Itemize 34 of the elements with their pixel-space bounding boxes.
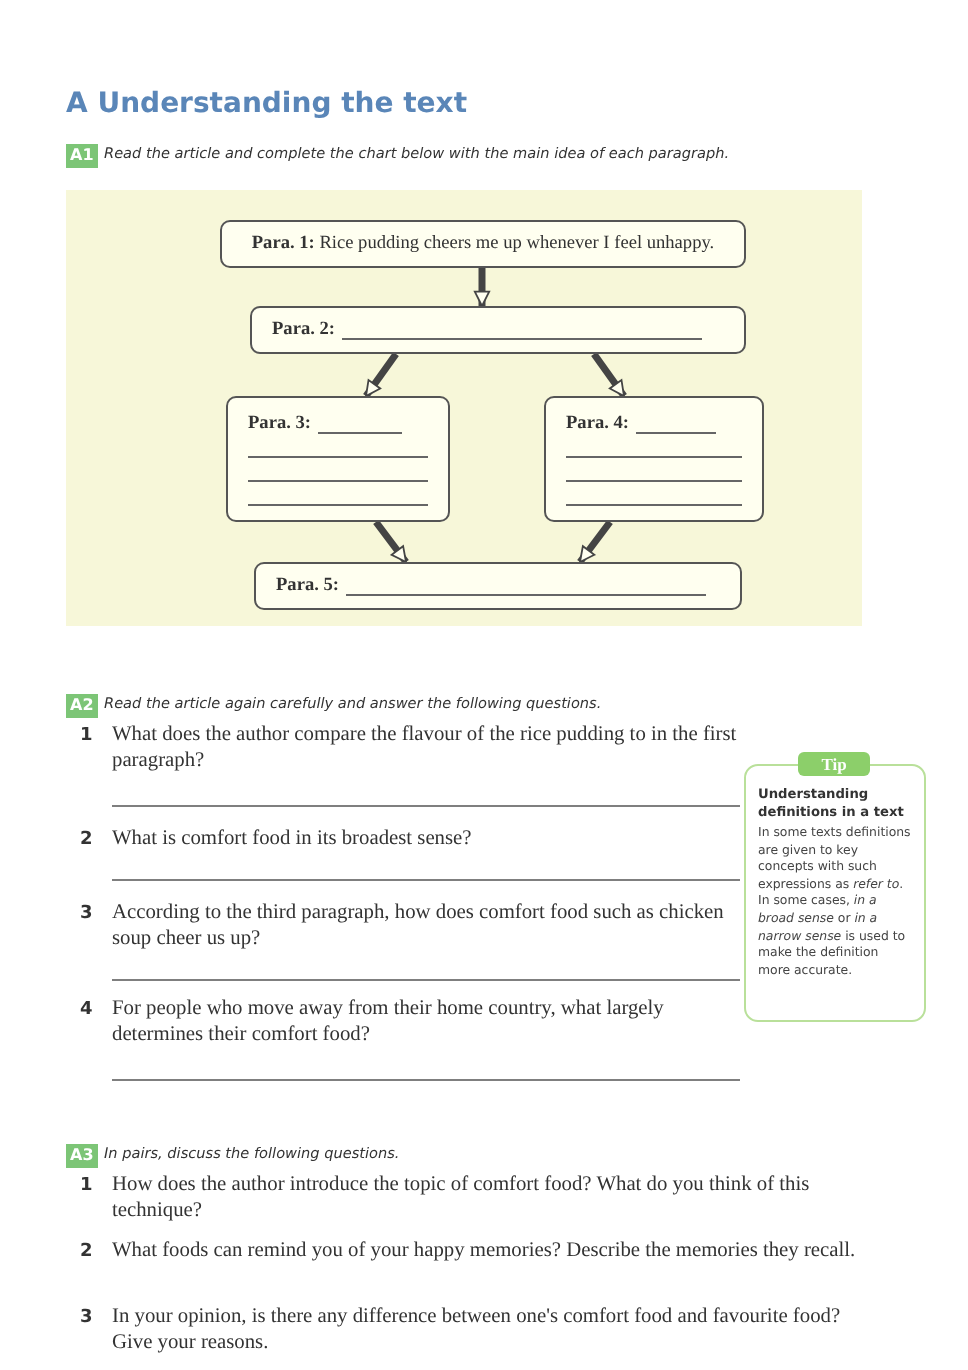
exercise-badge: A2 (66, 694, 98, 718)
question-text: For people who move away from their home country, what largely determines their comfort food? (112, 998, 666, 1048)
exercise-badge: A1 (66, 144, 98, 168)
question-text: What foods can remind you of your happy memories? Describe the memories they recall. (112, 1240, 858, 1265)
box-text: Para. 4: (566, 413, 629, 433)
question-text: What is comfort food in its broadest sense? (112, 828, 474, 853)
question-number: 4 (80, 998, 93, 1022)
question-text: In your opinion, is there any difference between one's comfort food and favourite food? Give your reasons. (112, 1306, 843, 1356)
arrow (473, 268, 491, 307)
box-text: Para. 2: (272, 320, 335, 340)
arrow (373, 519, 409, 565)
tip-tab: Tip (798, 752, 870, 776)
box-text: Para. 5: (276, 576, 339, 596)
question-number: 1 (80, 724, 93, 748)
exercise-badge: A3 (66, 1144, 98, 1168)
question-number: 2 (80, 1240, 93, 1264)
box-text: Para. 3: (248, 413, 311, 433)
question-text: How does the author introduce the topic of comfort food? What do you think of this technique? (112, 1174, 812, 1224)
arrow (591, 351, 627, 399)
process-box (226, 396, 450, 522)
question-number: 3 (80, 1306, 93, 1330)
question-text: What does the author compare the flavour of the rice pudding to in the first paragraph? (112, 724, 739, 774)
process-box (254, 562, 742, 610)
question-number: 3 (80, 902, 93, 926)
question-number: 2 (80, 828, 93, 852)
process-box (544, 396, 764, 522)
box-text: Para. 1: Rice pudding cheers me up whenever I feel unhappy. (251, 234, 715, 254)
arrow (577, 519, 613, 565)
arrow (363, 351, 399, 399)
question-text: According to the third paragraph, how does comfort food such as chicken soup cheer us up? (112, 902, 726, 952)
question-number: 1 (80, 1174, 93, 1198)
section-heading: A Understanding the text (66, 88, 468, 120)
process-box (250, 306, 746, 354)
process-box (220, 220, 746, 268)
